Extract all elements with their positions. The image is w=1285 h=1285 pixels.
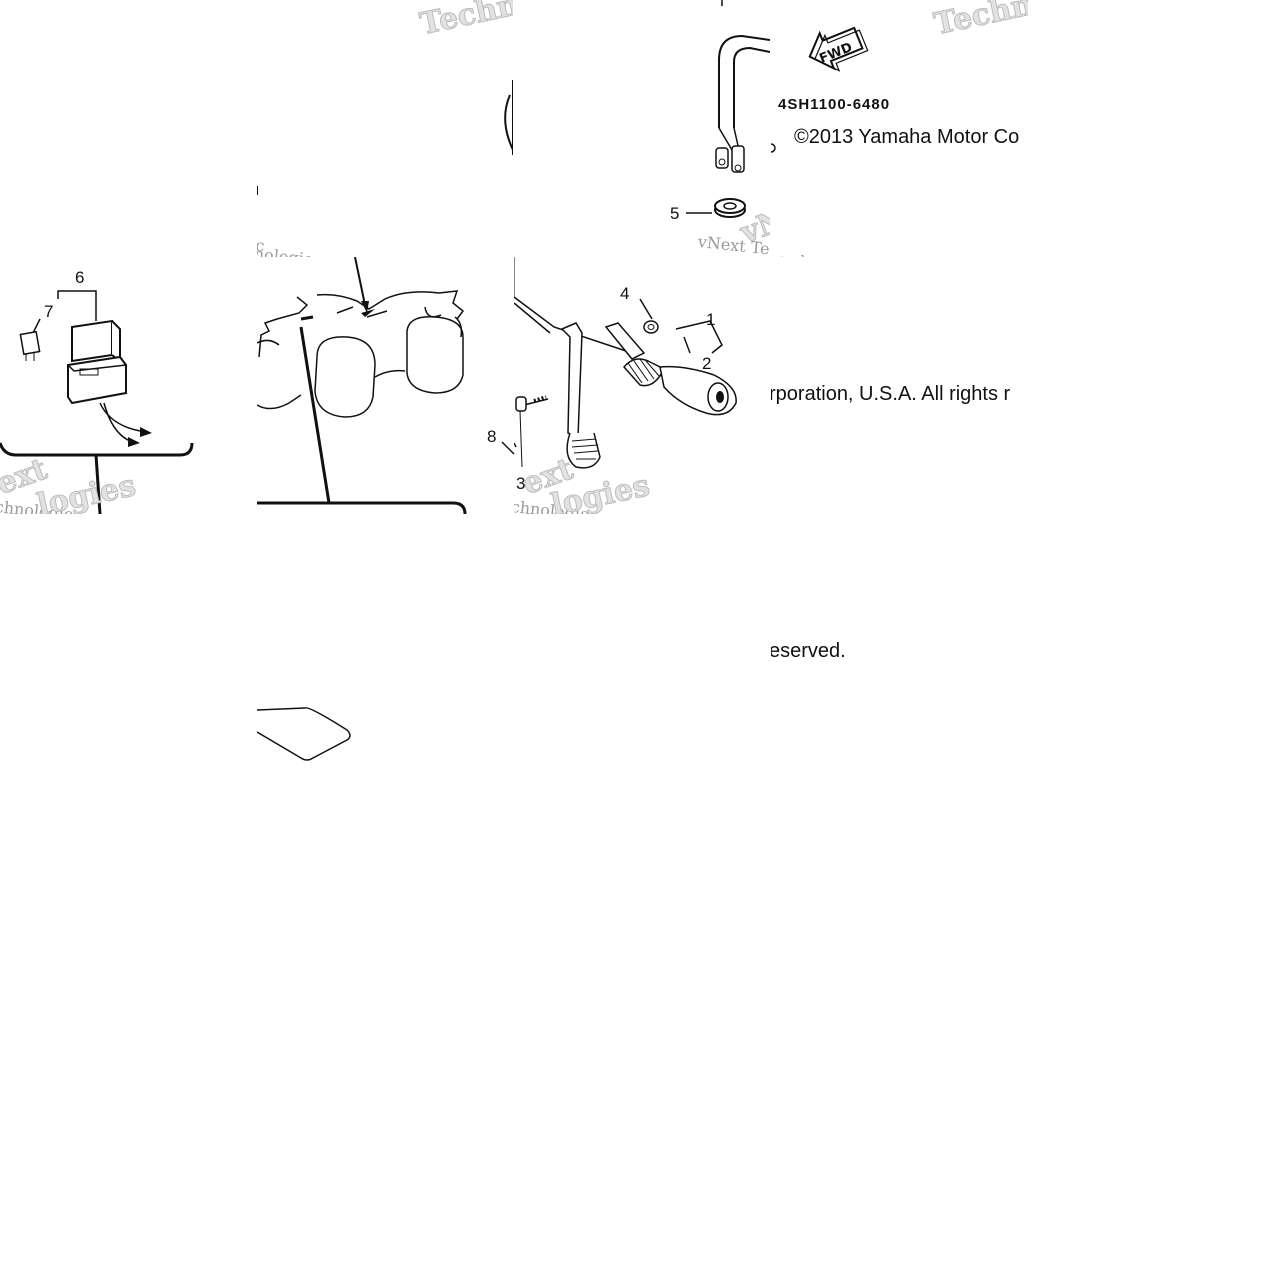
callout-8: 8 (487, 427, 497, 446)
wire-lead-drawing (686, 0, 770, 218)
diagram-tile-top-right: 5 vNe vNext Tec (514, 0, 770, 257)
callout-5: 5 (670, 204, 680, 223)
leader-8 (501, 441, 515, 455)
vehicle-outline-top (257, 80, 513, 195)
atv-outline-drawing (257, 257, 467, 514)
diagram-tile-grip: 4 1 2 3 ext chnologies logies (514, 257, 770, 514)
callout-1: 1 (706, 310, 716, 329)
diagram-tile-copyright-2: rporation, U.S.A. All rights r (771, 257, 1028, 514)
label-plate-drawing (257, 707, 351, 761)
diagram-tile-label (257, 514, 513, 771)
relay-assembly-drawing (0, 290, 194, 514)
copyright-line-3: eserved. (771, 640, 846, 662)
grip-assembly-drawing (514, 257, 737, 469)
callout-4: 4 (620, 284, 630, 303)
diagram-tile-vehicle (257, 257, 513, 514)
diagram-tile-copyright-3: eserved. (771, 514, 1028, 771)
diagram-tile-top-left: Techno vNext Tec nologies (257, 0, 513, 257)
part-number: 4SH1100-6480 (778, 96, 891, 113)
diagram-tile-info: FWD 4SH1100-6480 ©2013 Yamaha Motor Co T… (771, 0, 1028, 257)
fwd-arrow-icon (771, 26, 869, 153)
callout-7: 7 (44, 302, 54, 321)
diagram-tile-relay: 6 7 ext chnologies logies (0, 257, 257, 514)
callout-2: 2 (702, 354, 712, 373)
callout-3: 3 (516, 474, 526, 493)
copyright-line-1: ©2013 Yamaha Motor Co (794, 126, 1020, 148)
callout-6: 6 (75, 268, 85, 287)
copyright-line-2: rporation, U.S.A. All rights r (771, 383, 1011, 405)
